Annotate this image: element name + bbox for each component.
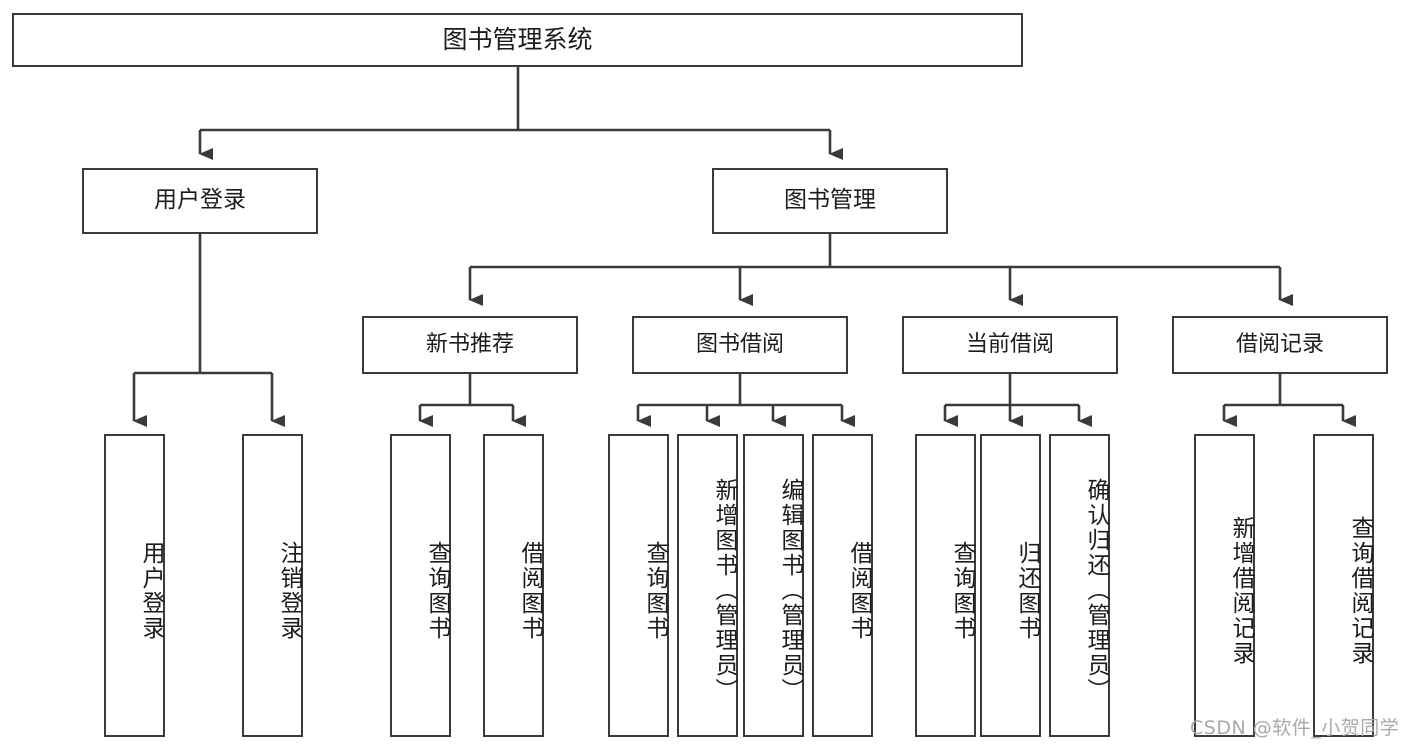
leaf-recommend-query-book[interactable]: 查询图书 (390, 434, 451, 737)
node-root[interactable]: 图书管理系统 (12, 13, 1023, 67)
leaf-current-return-book[interactable]: 归还图书 (980, 434, 1041, 737)
leaf-label: 注销登录 (276, 540, 302, 641)
node-user-login-label: 用户登录 (154, 187, 246, 214)
node-book-management-label: 图书管理 (784, 187, 876, 214)
leaf-label: 确认归还（管理员） (1083, 478, 1109, 703)
node-book-management[interactable]: 图书管理 (712, 168, 948, 234)
leaf-label: 查询图书 (642, 540, 668, 641)
leaf-user-login-logout[interactable]: 注销登录 (242, 434, 303, 737)
node-new-book-recommend-label: 新书推荐 (425, 331, 514, 357)
leaf-current-confirm-return-admin[interactable]: 确认归还（管理员） (1049, 434, 1110, 737)
leaf-record-query-record[interactable]: 查询借阅记录 (1313, 434, 1374, 737)
leaf-label: 新增图书（管理员） (711, 478, 737, 703)
leaf-recommend-borrow-book[interactable]: 借阅图书 (483, 434, 544, 737)
leaf-user-login-login[interactable]: 用户登录 (104, 434, 165, 737)
leaf-label: 编辑图书（管理员） (777, 478, 803, 703)
leaf-label: 用户登录 (138, 540, 164, 641)
leaf-borrow-query-book[interactable]: 查询图书 (608, 434, 669, 737)
leaf-label: 归还图书 (1014, 540, 1040, 641)
leaf-record-add-record[interactable]: 新增借阅记录 (1194, 434, 1255, 737)
leaf-label: 查询借阅记录 (1347, 515, 1373, 666)
node-new-book-recommend[interactable]: 新书推荐 (362, 316, 578, 374)
leaf-borrow-borrow-book[interactable]: 借阅图书 (812, 434, 873, 737)
node-book-borrow-label: 图书借阅 (695, 331, 784, 357)
leaf-label: 查询图书 (424, 540, 450, 641)
node-borrow-record[interactable]: 借阅记录 (1172, 316, 1388, 374)
watermark: CSDN @软件_小贺同学 (1190, 717, 1400, 739)
leaf-label: 查询图书 (949, 540, 975, 641)
node-current-borrow-label: 当前借阅 (965, 331, 1054, 357)
leaf-borrow-add-book-admin[interactable]: 新增图书（管理员） (677, 434, 738, 737)
leaf-borrow-edit-book-admin[interactable]: 编辑图书（管理员） (743, 434, 804, 737)
node-borrow-record-label: 借阅记录 (1235, 331, 1324, 357)
node-user-login[interactable]: 用户登录 (82, 168, 318, 234)
node-root-label: 图书管理系统 (442, 25, 593, 54)
leaf-label: 借阅图书 (517, 540, 543, 641)
node-book-borrow[interactable]: 图书借阅 (632, 316, 848, 374)
leaf-current-query-book[interactable]: 查询图书 (915, 434, 976, 737)
leaf-label: 新增借阅记录 (1228, 515, 1254, 666)
node-current-borrow[interactable]: 当前借阅 (902, 316, 1118, 374)
leaf-label: 借阅图书 (846, 540, 872, 641)
